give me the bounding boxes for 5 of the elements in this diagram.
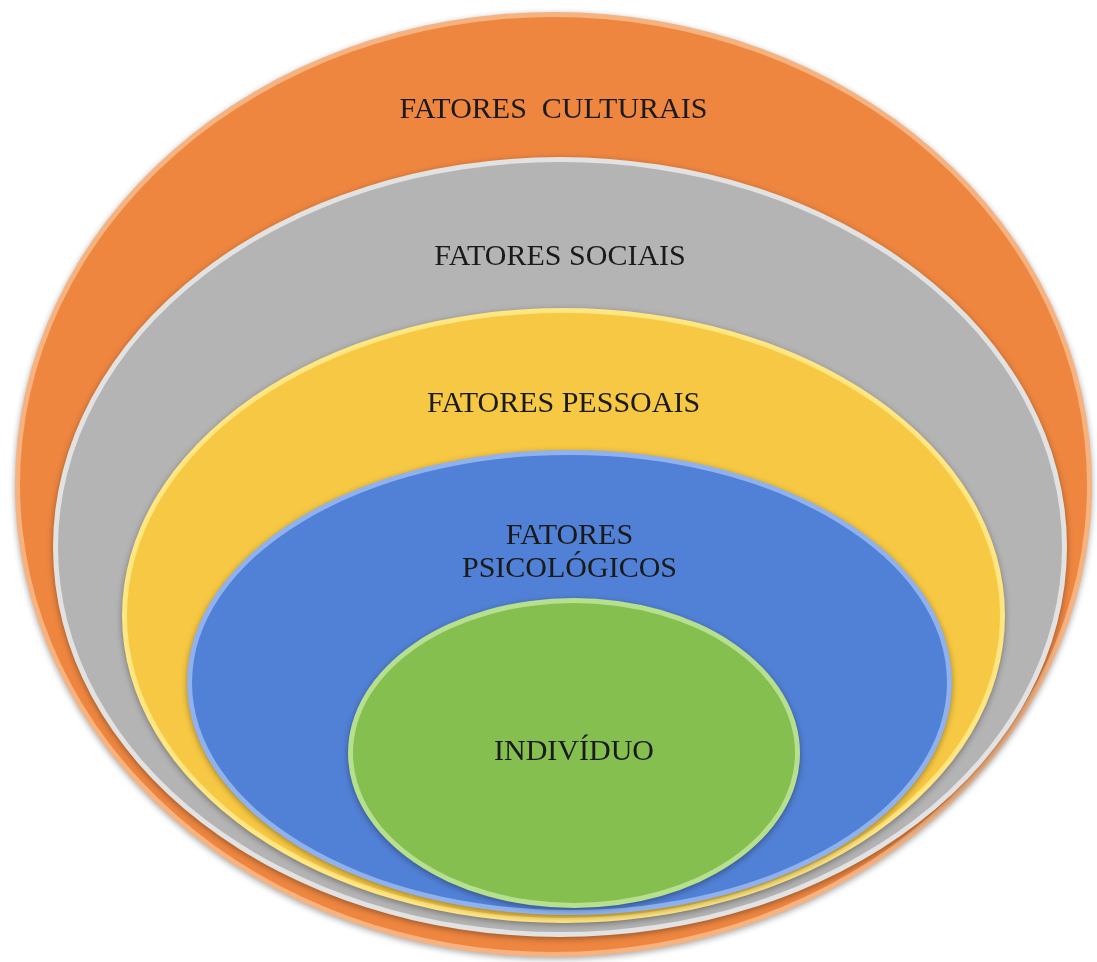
layer-label: INDIVÍDUO bbox=[494, 733, 654, 766]
layer-label: FATORES PESSOAIS bbox=[426, 385, 701, 418]
layer-label: FATORES PSICOLÓGICOS bbox=[460, 517, 678, 583]
layer-label: FATORES CULTURAIS bbox=[399, 91, 708, 124]
layer-label: FATORES SOCIAIS bbox=[434, 238, 686, 271]
